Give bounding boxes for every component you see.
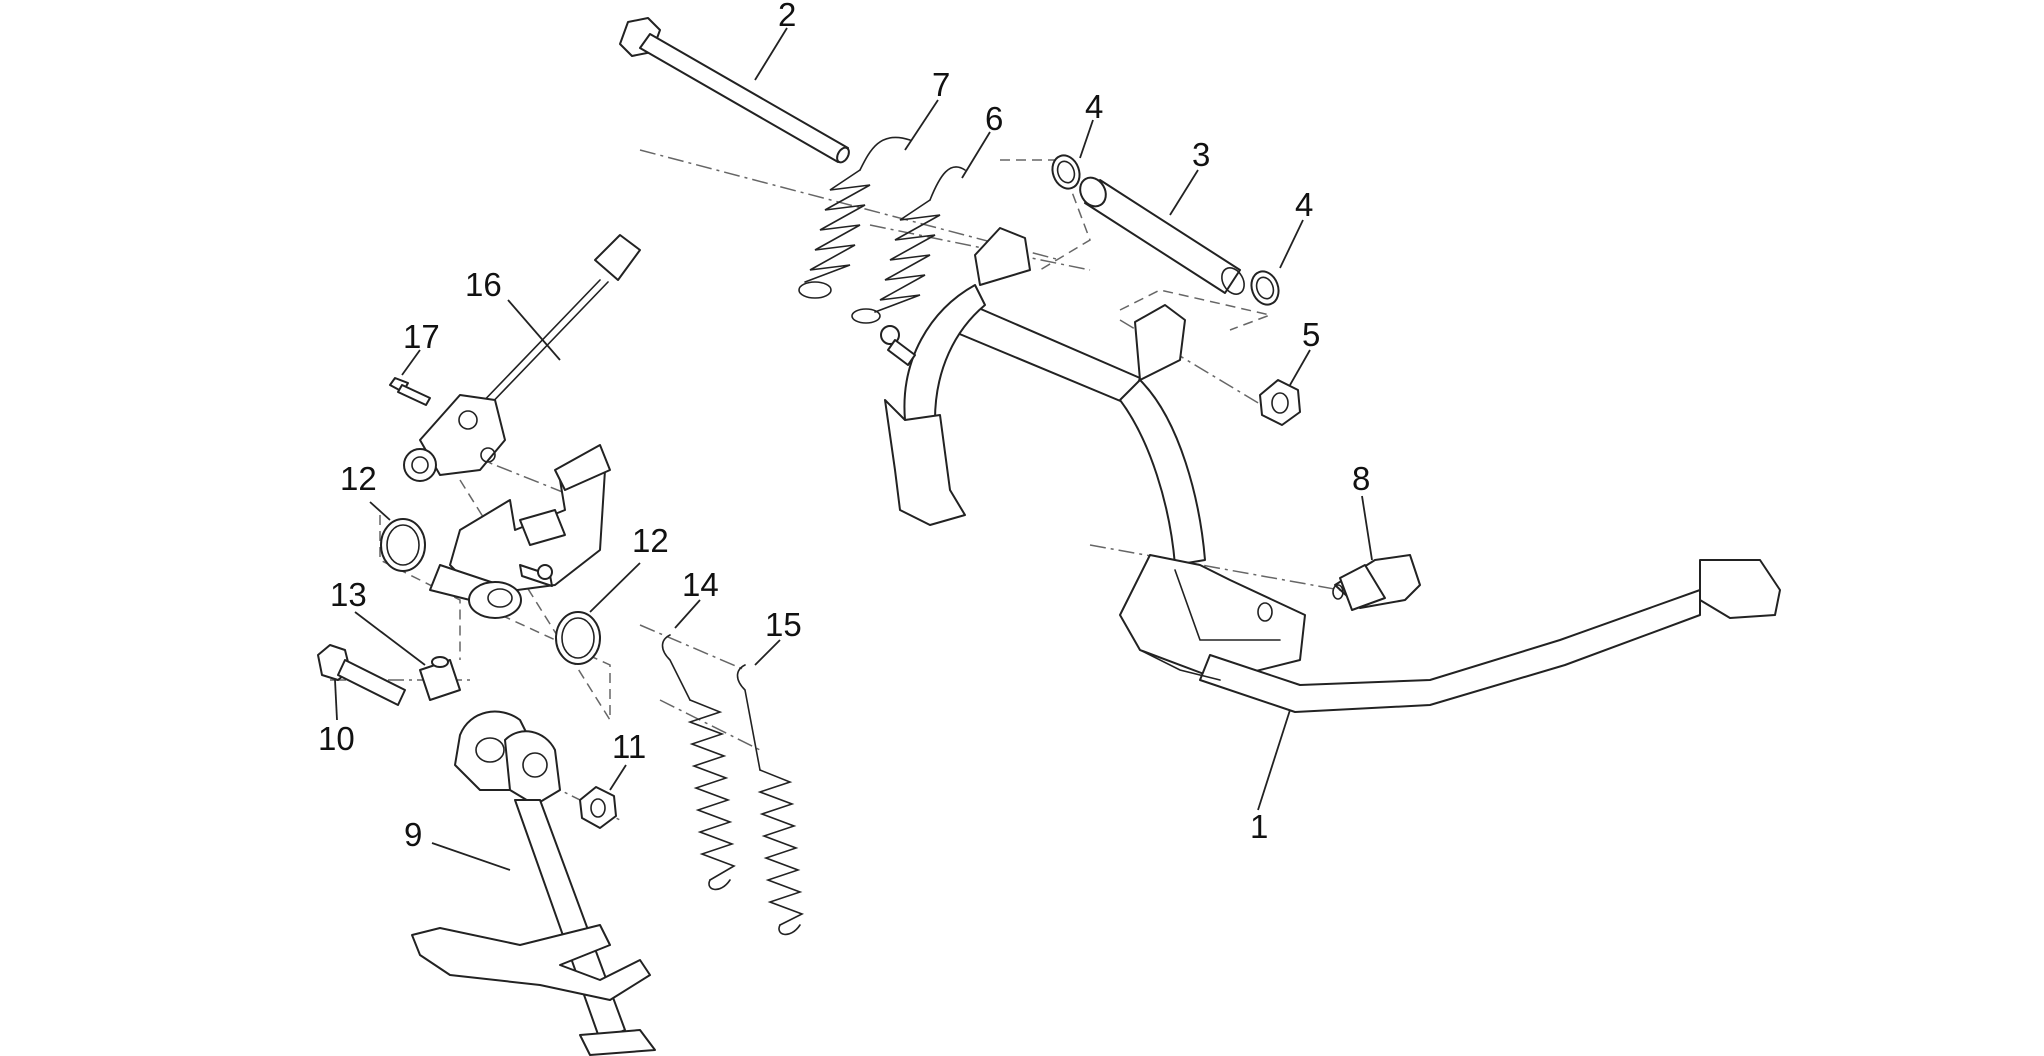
part-washer-upper	[1051, 154, 1081, 190]
part-spring-short-right	[851, 166, 966, 324]
part-side-stand	[411, 710, 656, 1056]
part-nut-lower	[579, 786, 617, 829]
callout-2: 2	[778, 0, 796, 33]
callout-labels: 1 2 3 4 4 5 6 7 8 9 10 11 12 12 13 14 15…	[318, 0, 1370, 853]
callout-3: 3	[1192, 136, 1210, 173]
callout-15: 15	[765, 606, 802, 643]
callout-5: 5	[1302, 316, 1320, 353]
part-spacer	[419, 656, 461, 701]
part-oring-left	[380, 518, 426, 572]
part-spring-long-left	[661, 634, 736, 891]
part-washer-lower	[1250, 270, 1280, 306]
part-stand-bolt-pivot	[317, 644, 406, 706]
callout-11: 11	[612, 728, 646, 765]
part-side-stand-switch	[403, 394, 506, 482]
part-screw-small	[389, 377, 431, 406]
callout-14: 14	[682, 566, 719, 603]
callout-12-left: 12	[340, 460, 377, 497]
callout-12-right: 12	[632, 522, 669, 559]
callout-6: 6	[985, 100, 1003, 137]
callout-4-lower: 4	[1295, 186, 1313, 223]
part-nut-upper	[1259, 379, 1301, 426]
part-spring-short-left	[798, 136, 911, 299]
callout-4-upper: 4	[1085, 88, 1103, 125]
leader-lines	[334, 27, 1373, 871]
part-bracket	[429, 444, 611, 619]
callout-10: 10	[318, 720, 355, 757]
callout-16: 16	[465, 266, 502, 303]
part-buffer	[1332, 554, 1421, 611]
callout-1: 1	[1250, 808, 1268, 845]
callout-13: 13	[330, 576, 367, 613]
part-stand-bolt	[880, 325, 916, 366]
part-oring-right	[555, 611, 601, 665]
part-pivot-pin	[1079, 176, 1245, 295]
part-center-stand	[884, 227, 1781, 713]
part-cable	[474, 234, 641, 413]
part-spring-long-right	[736, 664, 804, 936]
callout-17: 17	[403, 318, 440, 355]
callout-8: 8	[1352, 460, 1370, 497]
callout-7: 7	[932, 66, 950, 103]
callout-9: 9	[404, 816, 422, 853]
part-bolt	[619, 17, 850, 164]
